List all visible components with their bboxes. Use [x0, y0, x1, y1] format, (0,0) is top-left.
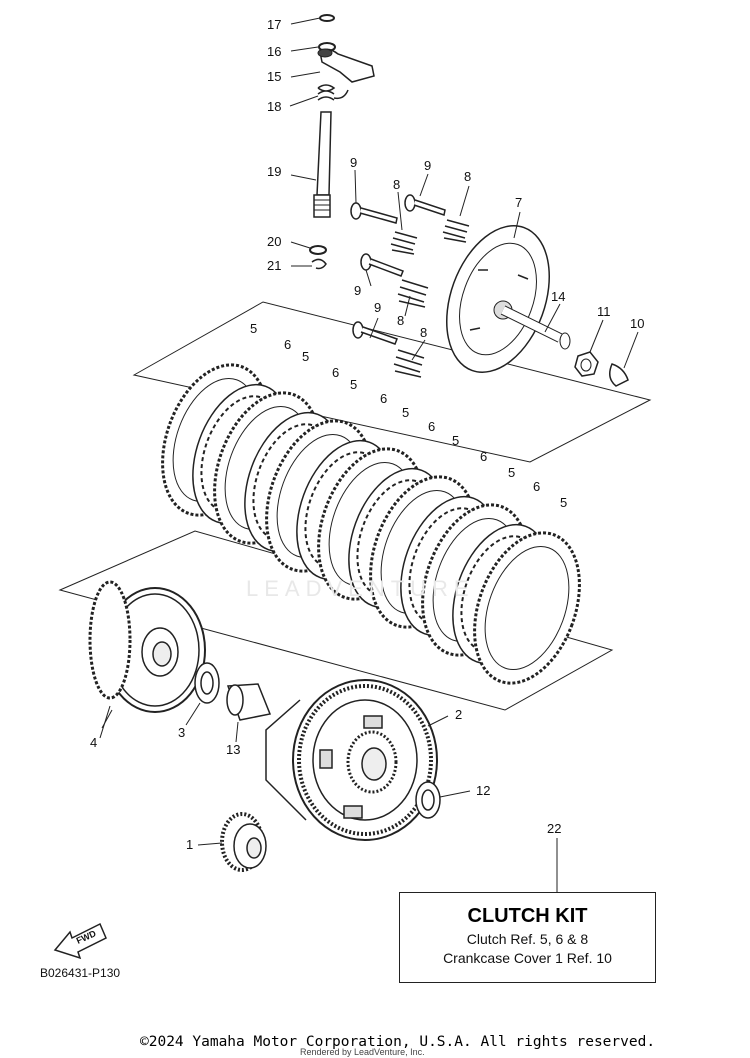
clutch-springs	[390, 219, 470, 378]
callout-17: 17	[267, 17, 281, 32]
callout-5f: 5	[508, 465, 515, 480]
callout-22: 22	[547, 821, 561, 836]
callout-6c: 6	[380, 391, 387, 406]
callout-11: 11	[597, 304, 611, 319]
clutch-boss	[88, 580, 272, 721]
callout-9b: 9	[424, 158, 431, 173]
callout-5g: 5	[560, 495, 567, 510]
clutch-plates	[161, 363, 581, 685]
callout-4: 4	[90, 735, 97, 750]
clutch-housing	[265, 679, 441, 841]
callout-8a: 8	[393, 177, 400, 192]
clutch-kit-line-1: Clutch Ref. 5, 6 & 8	[466, 931, 589, 947]
callout-21: 21	[267, 258, 281, 273]
callout-16: 16	[267, 44, 281, 59]
friction-plate	[473, 531, 581, 685]
clutch-kit-box: CLUTCH KIT Clutch Ref. 5, 6 & 8 Crankcas…	[399, 892, 656, 983]
callout-13: 13	[226, 742, 240, 757]
primary-drive-gear	[220, 812, 267, 872]
callout-5b: 5	[302, 349, 309, 364]
callout-14: 14	[551, 289, 565, 304]
leader-lines	[99, 17, 639, 892]
watermark: LEADVENTURE	[246, 576, 475, 601]
diagram-code: B026431-P130	[40, 966, 121, 980]
callout-6d: 6	[428, 419, 435, 434]
callout-6e: 6	[480, 449, 487, 464]
callout-8b: 8	[464, 169, 471, 184]
callout-numbers: 17 16 15 18 19 20 21 9 9 8 8 7 9 8 14 11…	[90, 17, 644, 852]
callout-7: 7	[515, 195, 522, 210]
rendered-by-notice: Rendered by LeadVenture, Inc.	[300, 1047, 425, 1057]
callout-18: 18	[267, 99, 281, 114]
clutch-kit-title: CLUTCH KIT	[467, 905, 588, 927]
callout-8c: 8	[397, 313, 404, 328]
pressure-plate	[446, 225, 629, 387]
callout-9a: 9	[350, 155, 357, 170]
hub-group-frame	[58, 530, 614, 711]
callout-19: 19	[267, 164, 281, 179]
callout-3: 3	[178, 725, 185, 740]
callout-15: 15	[267, 69, 281, 84]
callout-8d: 8	[420, 325, 427, 340]
fwd-arrow-icon: FWD	[53, 922, 107, 960]
clutch-kit-line-2: Crankcase Cover 1 Ref. 10	[443, 950, 612, 966]
callout-6f: 6	[533, 479, 540, 494]
callout-5c: 5	[350, 377, 357, 392]
callout-2: 2	[455, 707, 462, 722]
callout-5e: 5	[452, 433, 459, 448]
callout-20: 20	[267, 234, 281, 249]
shaft-parts	[309, 14, 375, 270]
callout-5a: 5	[250, 321, 257, 336]
callout-12: 12	[476, 783, 490, 798]
callout-10: 10	[630, 316, 644, 331]
callout-9d: 9	[374, 300, 381, 315]
callout-5d: 5	[402, 405, 409, 420]
callout-9c: 9	[354, 283, 361, 298]
callout-1: 1	[186, 837, 193, 852]
copyright-notice: ©2024 Yamaha Motor Corporation, U.S.A. A…	[140, 1034, 656, 1050]
plate-stack-frame	[132, 301, 652, 463]
callout-6a: 6	[284, 337, 291, 352]
callout-6b: 6	[332, 365, 339, 380]
